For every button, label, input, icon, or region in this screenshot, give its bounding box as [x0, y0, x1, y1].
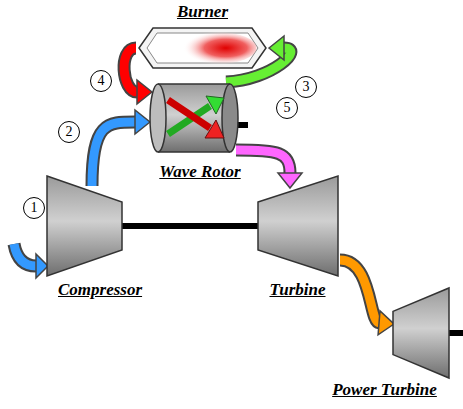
turbine-shape	[258, 176, 338, 276]
inlet-arrow	[14, 244, 36, 266]
arrow-body	[122, 223, 258, 229]
arrow-body	[340, 260, 379, 323]
burner-shape	[138, 26, 267, 70]
arrow-outline	[340, 260, 379, 323]
wave-rotor-shape	[148, 78, 248, 158]
flow-arrow	[92, 110, 150, 186]
component-label: Power Turbine	[332, 380, 437, 400]
arrow-outline	[124, 48, 137, 92]
turbine-node: Turbine	[250, 172, 345, 302]
arrow-head	[137, 80, 152, 104]
component-label: Turbine	[269, 280, 325, 300]
arrow-head	[378, 311, 394, 335]
shaft-connector	[122, 226, 258, 227]
inlet-arrow-head	[36, 254, 48, 278]
callout-number: 3	[295, 76, 317, 98]
burner-node: Burner	[130, 2, 275, 72]
arrow-body	[236, 150, 290, 173]
flow-arrow	[236, 150, 302, 188]
arrow-head	[278, 173, 302, 188]
arrow-body	[124, 48, 137, 92]
arrow-outline	[92, 122, 135, 186]
component-label: Compressor	[58, 280, 142, 300]
inlet-arrow-outline	[14, 244, 36, 266]
compressor-shape	[47, 176, 122, 276]
callout-number: 4	[90, 70, 112, 92]
power-turbine-shape	[393, 288, 449, 378]
flow-arrow	[340, 260, 394, 335]
component-label: Burner	[177, 2, 228, 22]
power-turbine-node: Power Turbine	[308, 284, 461, 402]
callout-number: 5	[276, 97, 298, 119]
arrow-body	[92, 122, 135, 186]
wave-rotor-node: Wave Rotor	[140, 78, 260, 184]
callout-number: 1	[23, 197, 45, 219]
arrow-head	[135, 110, 150, 134]
arrow-head	[269, 36, 284, 60]
callout-number: 2	[58, 121, 80, 143]
component-label: Wave Rotor	[159, 162, 240, 182]
arrow-outline	[236, 150, 290, 173]
compressor-node: Compressor	[40, 172, 180, 302]
